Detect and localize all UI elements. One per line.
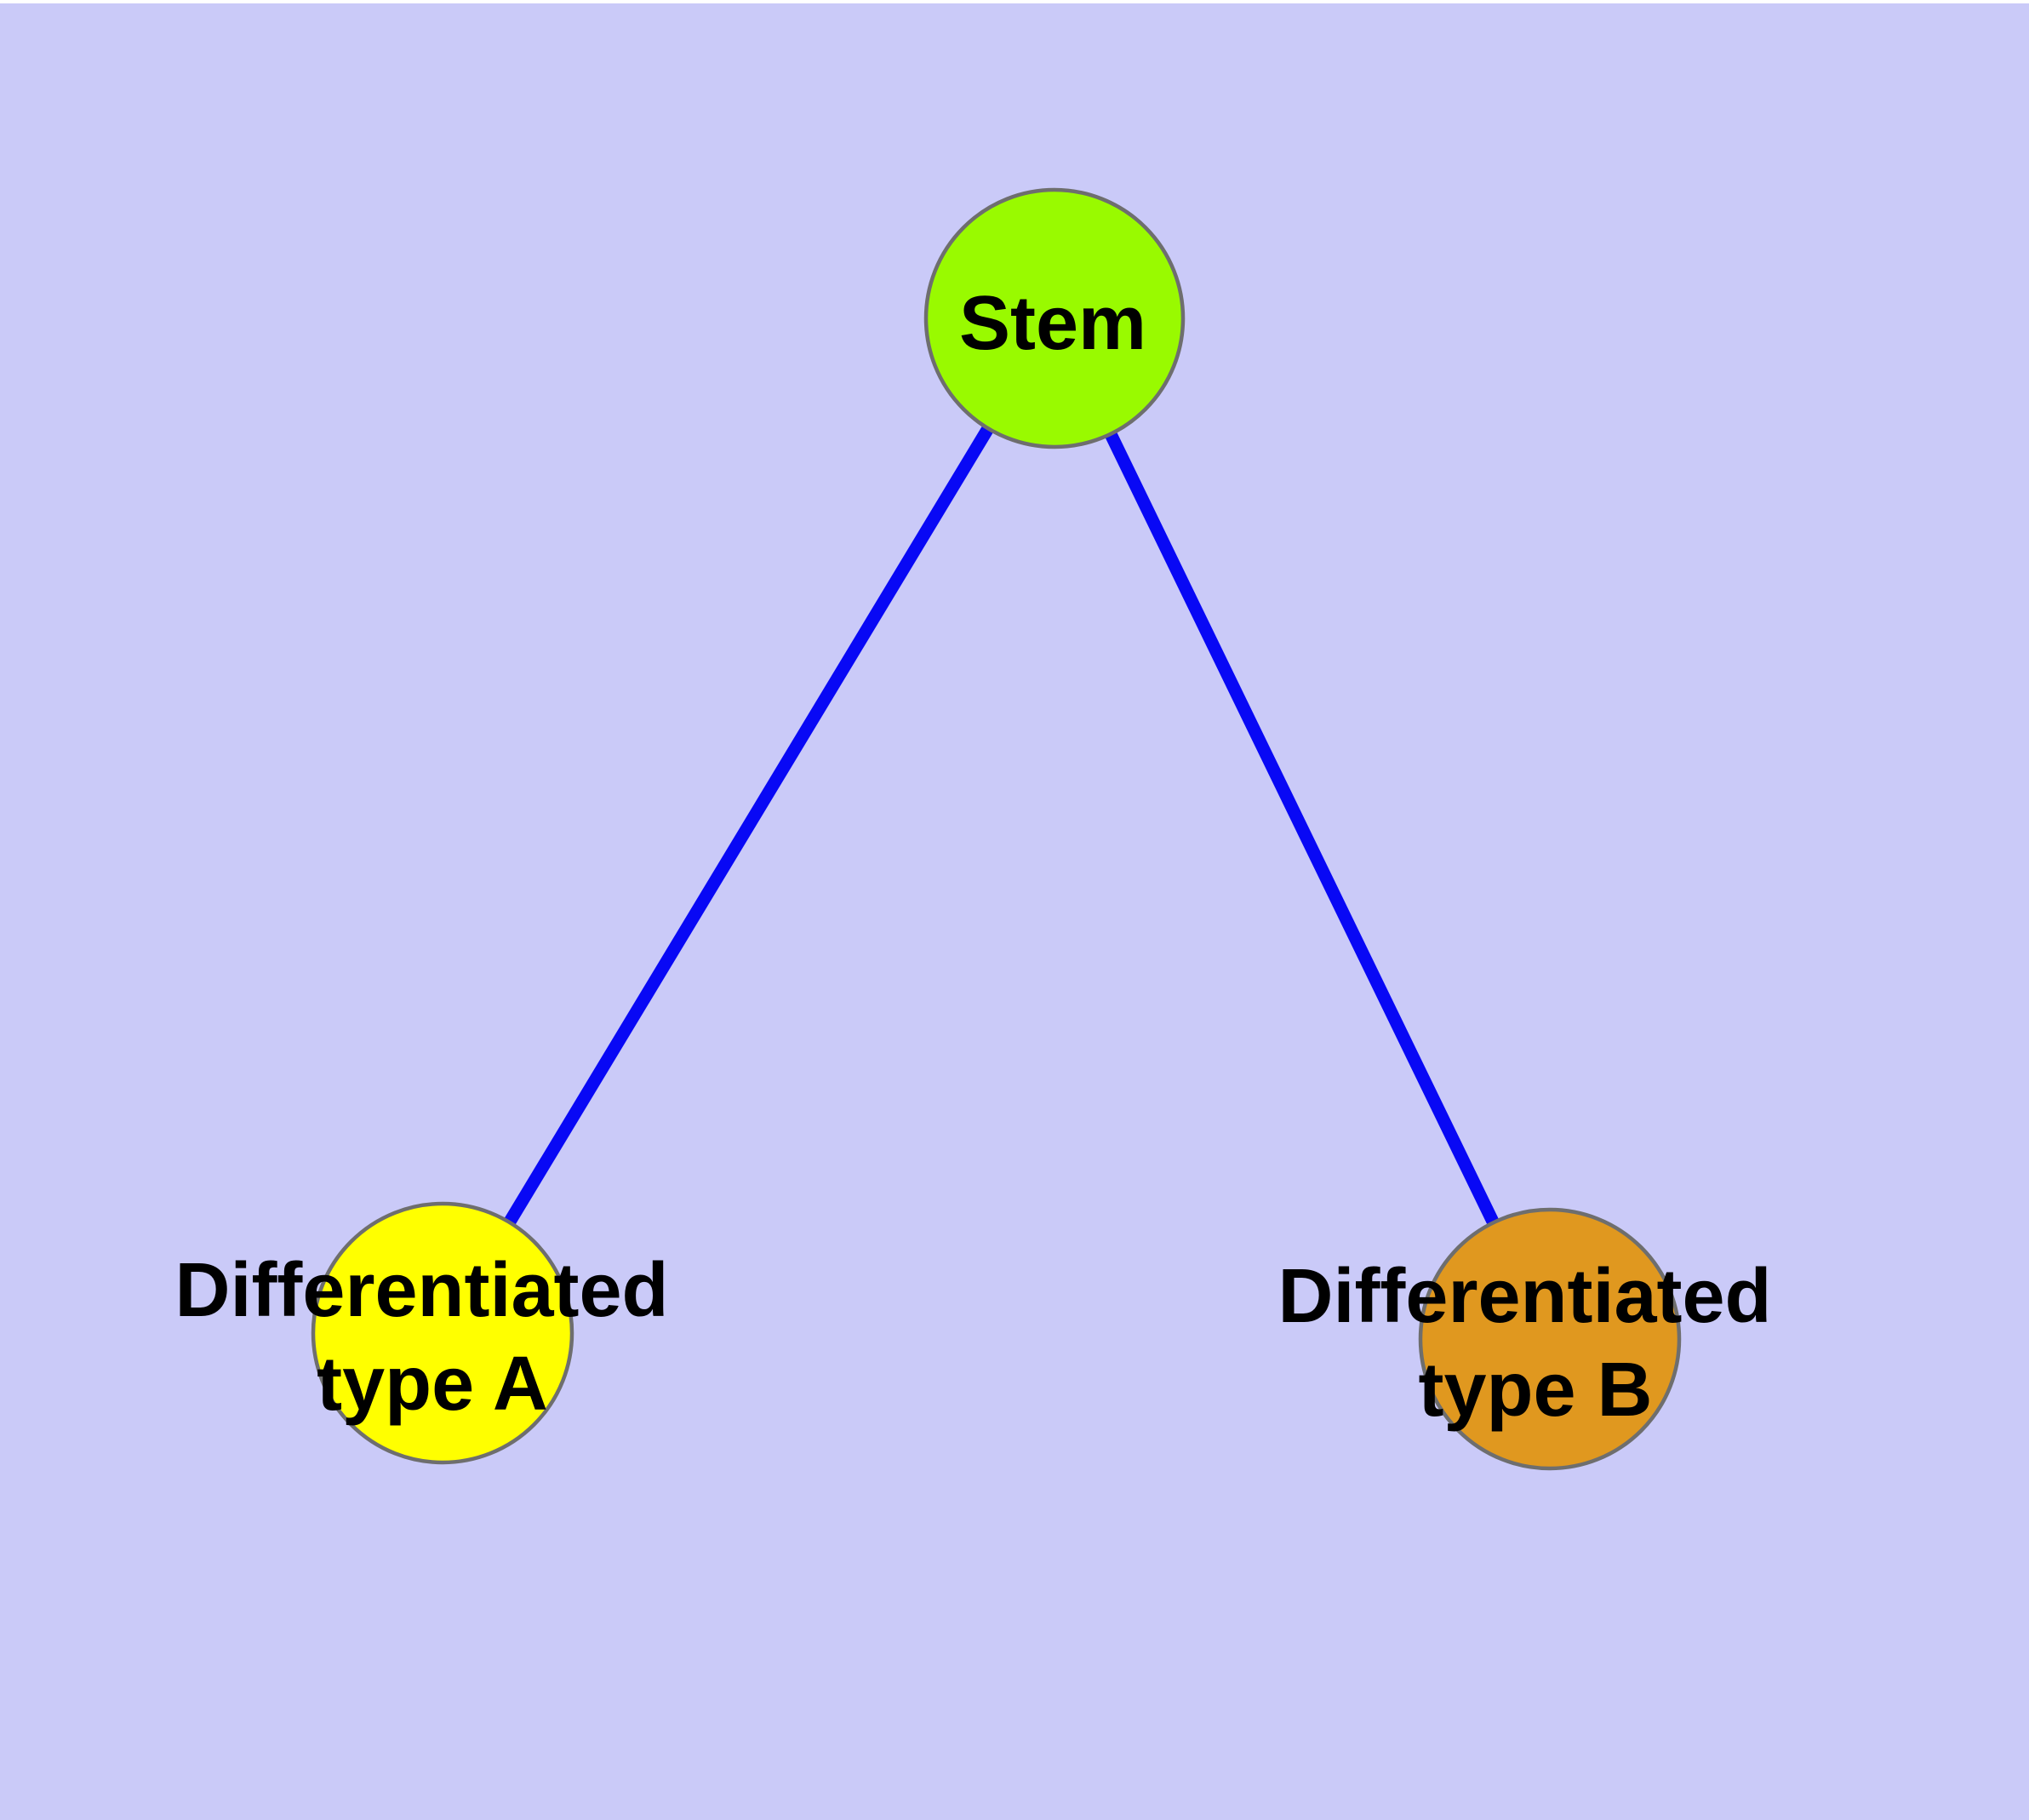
node-type-a-label-line1: Differentiated	[174, 1248, 668, 1333]
node-type-a-circle	[311, 1201, 574, 1465]
node-type-a-label: Differentiated type A	[174, 1248, 689, 1427]
node-type-b-label-line1: Differentiated	[1277, 1254, 1771, 1339]
node-type-b-label-line2: type B	[1418, 1348, 1652, 1433]
node-type-b-circle	[1418, 1207, 1682, 1471]
edge-stem-to-type-b	[1049, 315, 1556, 1342]
edge-stem-to-type-a	[437, 315, 1060, 1336]
node-type-a-label-line2: type A	[317, 1342, 548, 1427]
node-type-b-label: Differentiated type B	[1277, 1254, 1792, 1433]
node-stem-label: Stem	[959, 281, 1146, 366]
node-stem-circle	[923, 187, 1186, 449]
